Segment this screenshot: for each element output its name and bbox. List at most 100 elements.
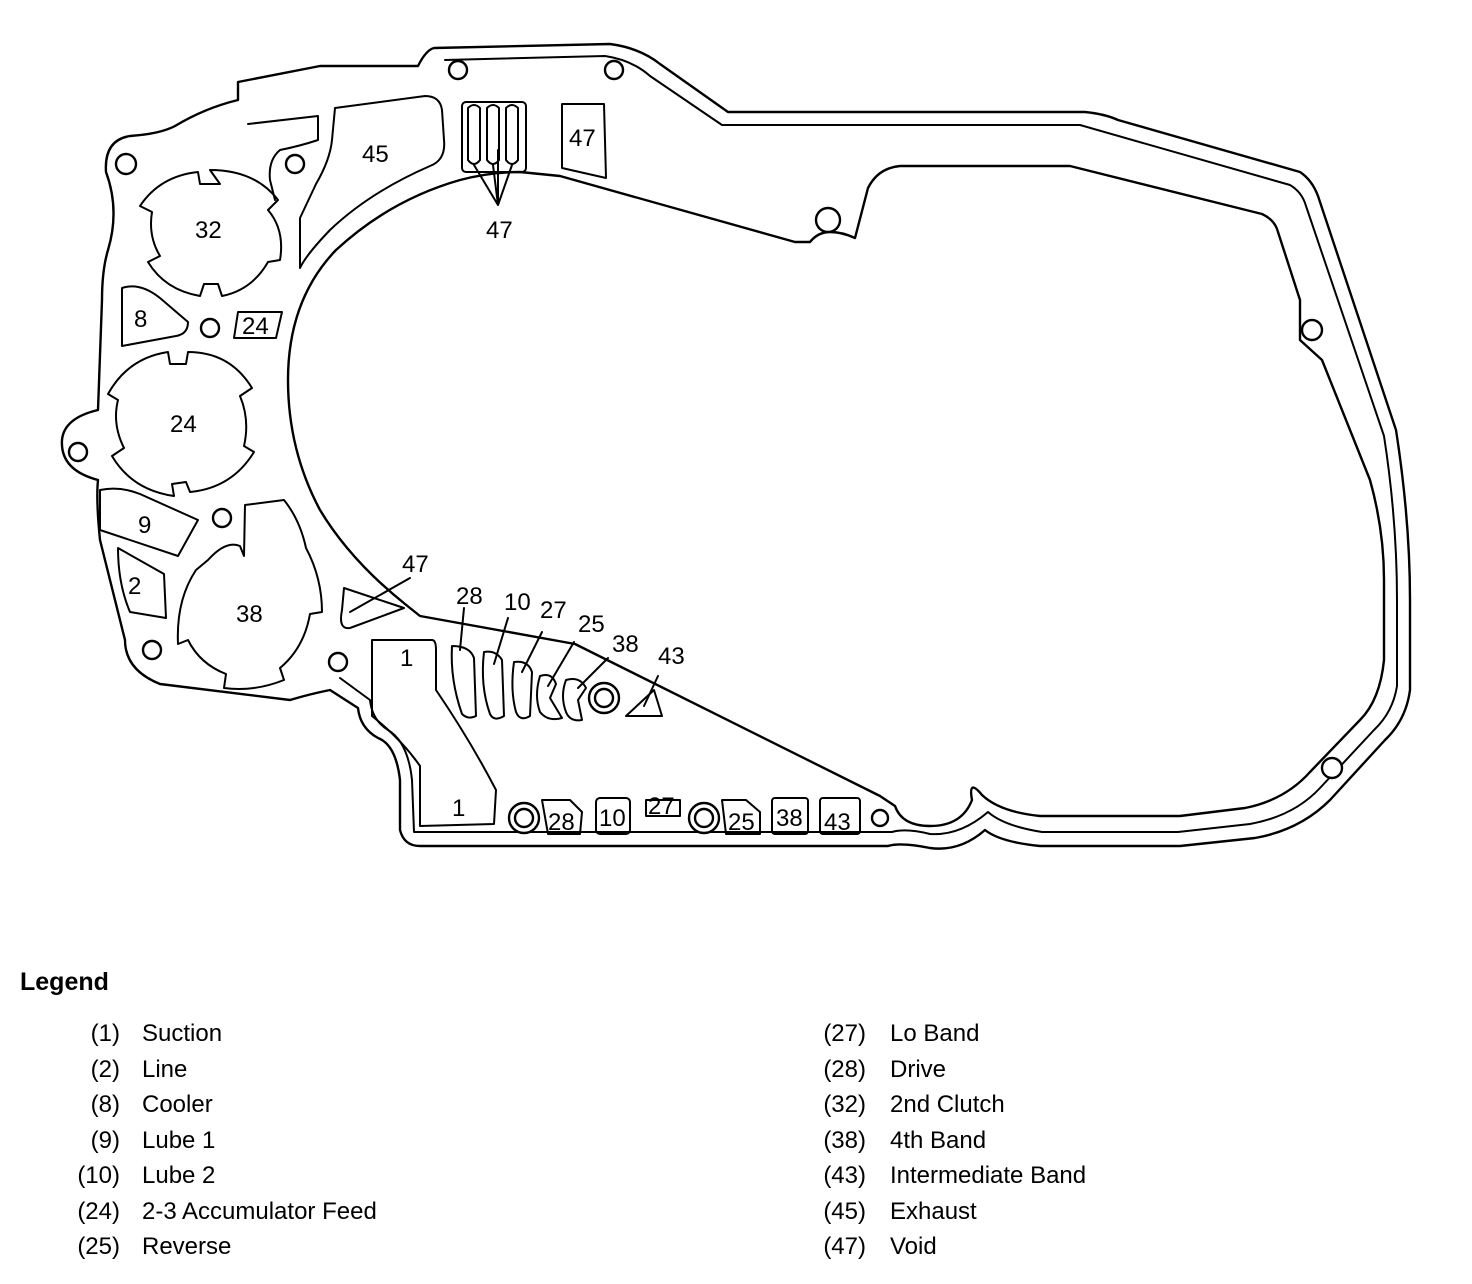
label-47-arrow: 47 (486, 217, 513, 244)
label-8: 8 (134, 306, 147, 333)
bolt-hole (284, 153, 306, 175)
legend-name: Lo Band (890, 1020, 980, 1047)
label-28-pointer: 28 (456, 583, 483, 610)
legend-name: Line (142, 1055, 188, 1083)
legend-code: (1) (90, 1020, 120, 1047)
legend-item: (43) Intermediate Band (786, 1162, 1206, 1198)
central-opening (286, 164, 1386, 828)
legend-name: Lube 2 (142, 1162, 216, 1189)
slot-25 (536, 674, 563, 721)
legend-item: (24) 2-3 Accumulator Feed (40, 1198, 460, 1234)
slot-28 (450, 645, 477, 719)
legend-item: (8)Cooler (40, 1091, 460, 1127)
passage-8 (121, 285, 189, 347)
legend-title: Legend (20, 968, 109, 996)
bolt-hole (199, 317, 221, 339)
legend-right-column: (27) Lo Band (28)Drive (32)2nd Clutch (38… (786, 1020, 1206, 1269)
legend-item: (27) Lo Band (786, 1020, 1206, 1056)
label-25-box: 25 (728, 809, 755, 836)
legend-name: Lube 1 (142, 1126, 216, 1154)
bolt-hole (327, 651, 349, 673)
label-32: 32 (195, 217, 222, 244)
legend-item: (47) Void (786, 1233, 1206, 1269)
passage-45 (299, 95, 446, 269)
bolt-hole (1320, 756, 1344, 780)
circle-24 (107, 351, 255, 497)
label-38-pointer: 38 (612, 631, 639, 658)
ring-hole-inner (693, 807, 715, 829)
legend-name: Drive (890, 1055, 947, 1083)
legend-item: (9) Lube 1 (40, 1127, 460, 1163)
passage-24-small (233, 311, 283, 339)
legend-left-column: (1)Suction (2)Line (8)Cooler (9)Lube 1 (… (40, 1020, 460, 1269)
legend-code: (25) (77, 1233, 120, 1260)
void-arrows (473, 149, 513, 206)
box-25 (721, 799, 761, 835)
legend-code: (27) (823, 1020, 866, 1047)
gasket-outer-outline (60, 42, 1412, 850)
box-28 (541, 799, 583, 835)
legend-name: 2-3 Accumulator Feed (142, 1197, 377, 1225)
bolt-hole (67, 441, 89, 463)
label-10-pointer: 10 (504, 589, 531, 616)
legend-item: (38) 4th Band (786, 1127, 1206, 1163)
slot-10 (481, 650, 505, 720)
bolt-hole (814, 206, 842, 234)
bolt-hole (603, 59, 625, 81)
legend-item: (25) Reverse (40, 1233, 460, 1269)
bolt-hole (1300, 318, 1324, 342)
void-triangle-mid (340, 587, 405, 630)
ring-hole-inner (513, 807, 535, 829)
legend-name: Intermediate Band (890, 1162, 1087, 1189)
label-45: 45 (362, 141, 389, 168)
legend-item: (28)Drive (786, 1056, 1206, 1092)
legend-item: (32)2nd Clutch (786, 1091, 1206, 1127)
label-43-pointer: 43 (658, 643, 685, 670)
slot-43 (625, 689, 663, 717)
legend-code: (47) (823, 1233, 866, 1260)
passage-9 (99, 487, 199, 557)
bolt-hole (141, 639, 163, 661)
void-box-top (561, 103, 607, 179)
label-2: 2 (128, 573, 141, 600)
box-43 (819, 797, 861, 835)
passage-32-side (247, 115, 319, 201)
passage-1 (371, 639, 497, 827)
label-43-box: 43 (824, 809, 851, 836)
label-47-top: 47 (569, 125, 596, 152)
bolt-hole (114, 152, 138, 176)
bolt-hole (870, 808, 890, 828)
bolt-hole (447, 59, 469, 81)
label-38-big: 38 (236, 601, 263, 628)
legend-item: (10)Lube 2 (40, 1162, 460, 1198)
gasket-diagram: 45 47 47 32 8 24 24 9 2 38 47 1 1 28 10 … (60, 42, 1412, 850)
legend-name: 4th Band (890, 1126, 987, 1154)
label-27-box: 27 (648, 793, 675, 820)
legend-code: (9) (90, 1126, 120, 1154)
label-10-box: 10 (599, 805, 626, 832)
box-27 (645, 799, 681, 817)
legend-code: (32) (823, 1091, 866, 1118)
label-1-upper: 1 (400, 645, 413, 672)
circle-38 (176, 499, 323, 690)
legend-name: Void (890, 1233, 937, 1260)
legend-code: (38) (823, 1126, 866, 1154)
label-25-pointer: 25 (578, 611, 605, 638)
legend-name: Exhaust (890, 1197, 977, 1225)
label-27-pointer: 27 (540, 597, 567, 624)
legend-item: (1)Suction (40, 1020, 460, 1056)
void-comb-slots (467, 104, 519, 165)
legend-name: Reverse (142, 1233, 232, 1260)
legend-item: (45)Exhaust (786, 1198, 1206, 1234)
box-38 (771, 797, 809, 835)
label-28-box: 28 (548, 809, 575, 836)
label-47-mid: 47 (402, 551, 429, 578)
label-1-lower: 1 (452, 795, 465, 822)
legend-code: (8) (90, 1091, 120, 1118)
circle-32 (139, 169, 283, 297)
label-24-small: 24 (242, 313, 269, 340)
legend-code: (24) (77, 1197, 120, 1225)
label-38-box: 38 (776, 805, 803, 832)
legend-code: (43) (823, 1162, 866, 1189)
slot-38 (562, 678, 587, 722)
